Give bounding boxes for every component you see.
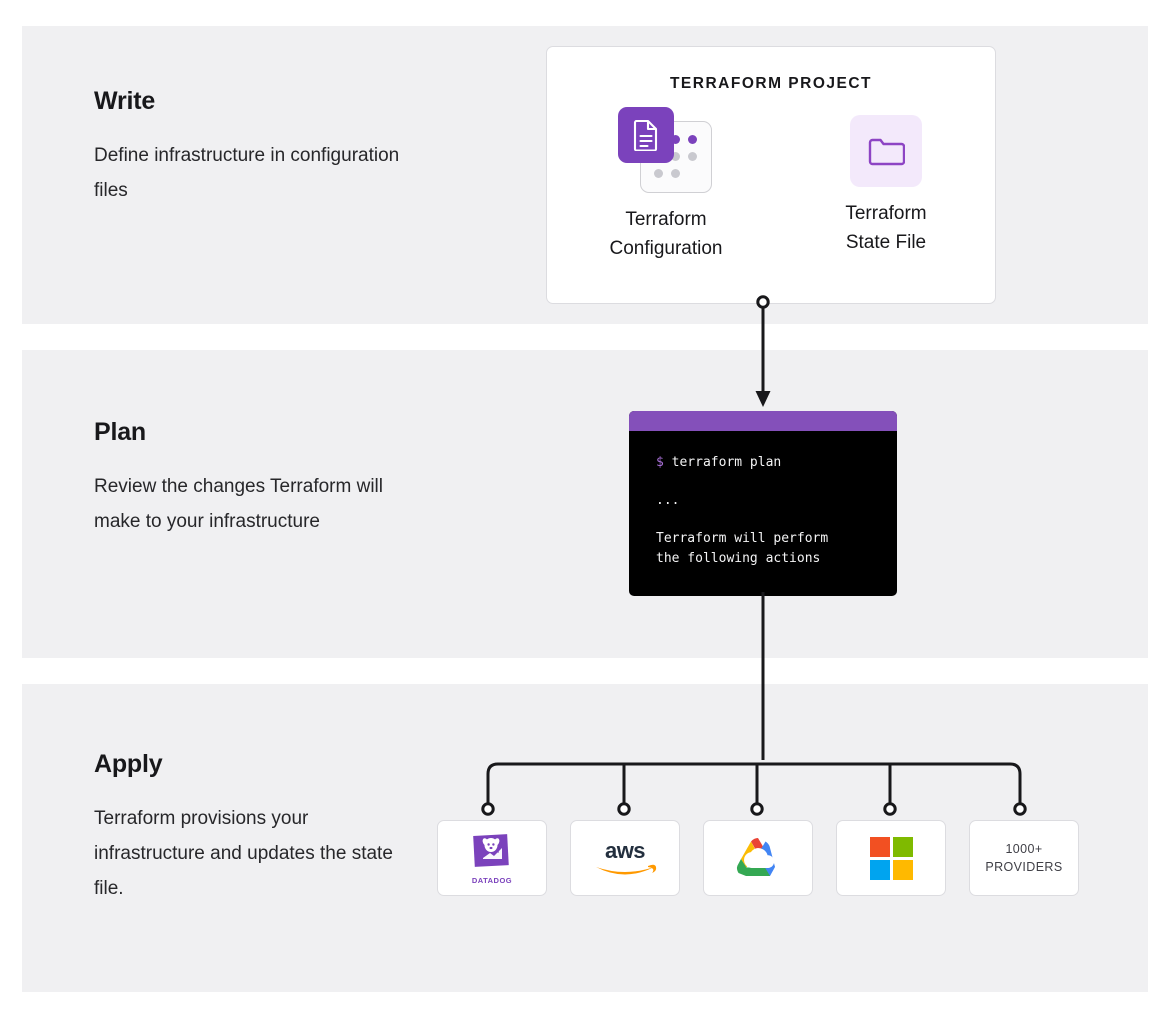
provider-card-microsoft[interactable]	[836, 820, 946, 896]
dot	[688, 135, 697, 144]
connector-apply-fanout	[481, 762, 1027, 816]
dot	[688, 169, 697, 178]
ms-square-green	[892, 836, 913, 857]
step-write: Write Define infrastructure in configura…	[94, 87, 424, 208]
terminal-titlebar	[629, 411, 897, 431]
dot	[671, 169, 680, 178]
step-write-title: Write	[94, 87, 156, 115]
step-plan: Plan Review the changes Terraform will m…	[94, 418, 424, 539]
asset-configuration-label-line2: Configuration	[609, 238, 723, 259]
ms-square-blue	[869, 859, 890, 880]
google-cloud-logo-icon	[736, 838, 775, 876]
terraform-project-card: TERRAFORM PROJECT	[546, 46, 996, 304]
datadog-logo-icon: DATADOG	[472, 832, 512, 885]
step-apply-description: Terraform provisions your infrastructure…	[94, 807, 393, 899]
terraform-project-title: TERRAFORM PROJECT	[669, 75, 873, 92]
terminal-command: terraform plan	[671, 455, 782, 470]
step-plan-description: Review the changes Terraform will make t…	[94, 475, 383, 532]
asset-terraform-configuration: Terraform Configuration	[586, 107, 746, 263]
dot	[654, 169, 663, 178]
provider-card-datadog[interactable]: DATADOG	[437, 820, 547, 896]
terminal-command-line: $ terraform plan	[656, 453, 897, 473]
svg-text:aws: aws	[605, 838, 645, 863]
terminal-spacer	[656, 473, 897, 491]
terminal-output-line-2: the following actions	[656, 551, 821, 566]
provider-card-aws[interactable]: aws	[570, 820, 680, 896]
terminal-body: $ terraform plan ... Terraform will perf…	[629, 431, 897, 569]
connector-write-to-plan	[755, 295, 771, 407]
provider-card-more-providers[interactable]: 1000+ PROVIDERS	[969, 820, 1079, 896]
datadog-wordmark: DATADOG	[471, 875, 513, 885]
document-tile-icon	[618, 107, 674, 163]
folder-icon	[850, 115, 922, 187]
configuration-icon-group	[618, 107, 714, 193]
ms-square-red	[869, 836, 890, 857]
asset-configuration-label-line1: Terraform	[625, 209, 707, 230]
terminal-window: $ terraform plan ... Terraform will perf…	[629, 411, 897, 596]
step-write-description: Define infrastructure in configuration f…	[94, 144, 400, 201]
asset-state-file-label-line2: State File	[845, 232, 927, 253]
asset-state-file-label-line1: Terraform	[845, 203, 927, 224]
terminal-ellipsis: ...	[656, 493, 680, 508]
terminal-output-line-1: Terraform will perform	[656, 531, 829, 546]
terminal-spacer	[656, 511, 897, 529]
asset-terraform-state-file: Terraform State File	[806, 107, 966, 257]
step-apply-title: Apply	[94, 750, 163, 778]
dot	[671, 152, 680, 161]
step-apply: Apply Terraform provisions your infrastr…	[94, 750, 424, 906]
microsoft-logo-icon	[869, 836, 913, 880]
connector-plan-to-apply	[761, 592, 765, 760]
more-providers-word: PROVIDERS	[985, 860, 1063, 874]
aws-logo-icon: aws	[596, 838, 657, 875]
asset-state-file-label: Terraform State File	[806, 199, 966, 257]
dot	[688, 152, 697, 161]
more-providers-label: 1000+ PROVIDERS	[985, 840, 1062, 876]
ms-square-yellow	[892, 859, 913, 880]
provider-card-google-cloud[interactable]	[703, 820, 813, 896]
section-band-plan	[22, 350, 1148, 658]
terminal-prompt-symbol: $	[656, 455, 664, 470]
more-providers-count: 1000+	[1005, 842, 1043, 856]
step-plan-title: Plan	[94, 418, 146, 446]
asset-configuration-label: Terraform Configuration	[586, 205, 746, 263]
dot	[671, 135, 680, 144]
